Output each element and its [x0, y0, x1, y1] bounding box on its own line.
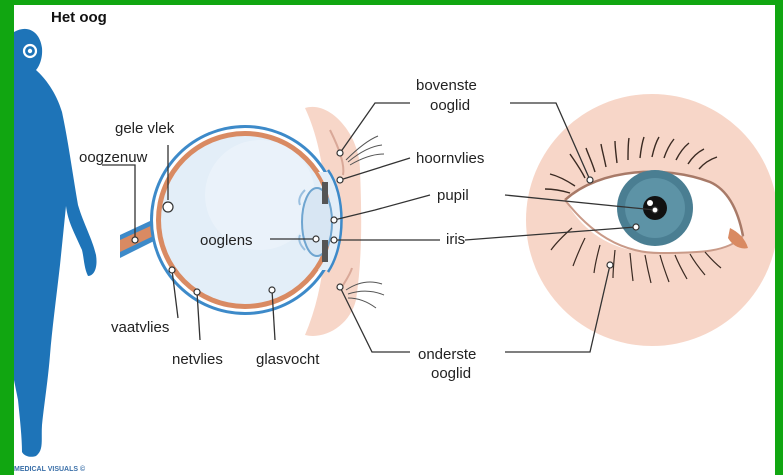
diagram-canvas: Het oog MEDICAL VISUALS © — [14, 5, 775, 475]
frame-left-border — [0, 0, 14, 475]
label-pupil: pupil — [437, 187, 469, 204]
label-bovenste-ooglid-line2: ooglid — [430, 97, 470, 114]
label-iris: iris — [446, 231, 465, 248]
label-glasvocht: glasvocht — [256, 351, 320, 368]
label-oogzenuw: oogzenuw — [79, 149, 148, 166]
label-onderste-ooglid-line1: onderste — [418, 346, 476, 363]
diagram-title: Het oog — [51, 9, 107, 26]
label-netvlies: netvlies — [172, 351, 223, 368]
label-onderste-ooglid-line2: ooglid — [431, 365, 471, 382]
pointer-gele-vlek — [163, 202, 173, 212]
eyeball-cross-section — [150, 125, 342, 315]
leader-oogzenuw — [102, 165, 135, 240]
label-gele-vlek: gele vlek — [115, 120, 175, 137]
label-vaatvlies: vaatvlies — [111, 319, 169, 336]
eye-diagram: Het oog MEDICAL VISUALS © — [14, 5, 775, 475]
label-bovenste-ooglid-line1: bovenste — [416, 77, 477, 94]
frame-right-border — [775, 0, 783, 475]
human-silhouette — [14, 29, 97, 457]
external-eye — [526, 94, 775, 346]
label-ooglens: ooglens — [200, 232, 253, 249]
credit-text: MEDICAL VISUALS © — [14, 465, 86, 473]
label-hoornvlies: hoornvlies — [416, 150, 484, 167]
